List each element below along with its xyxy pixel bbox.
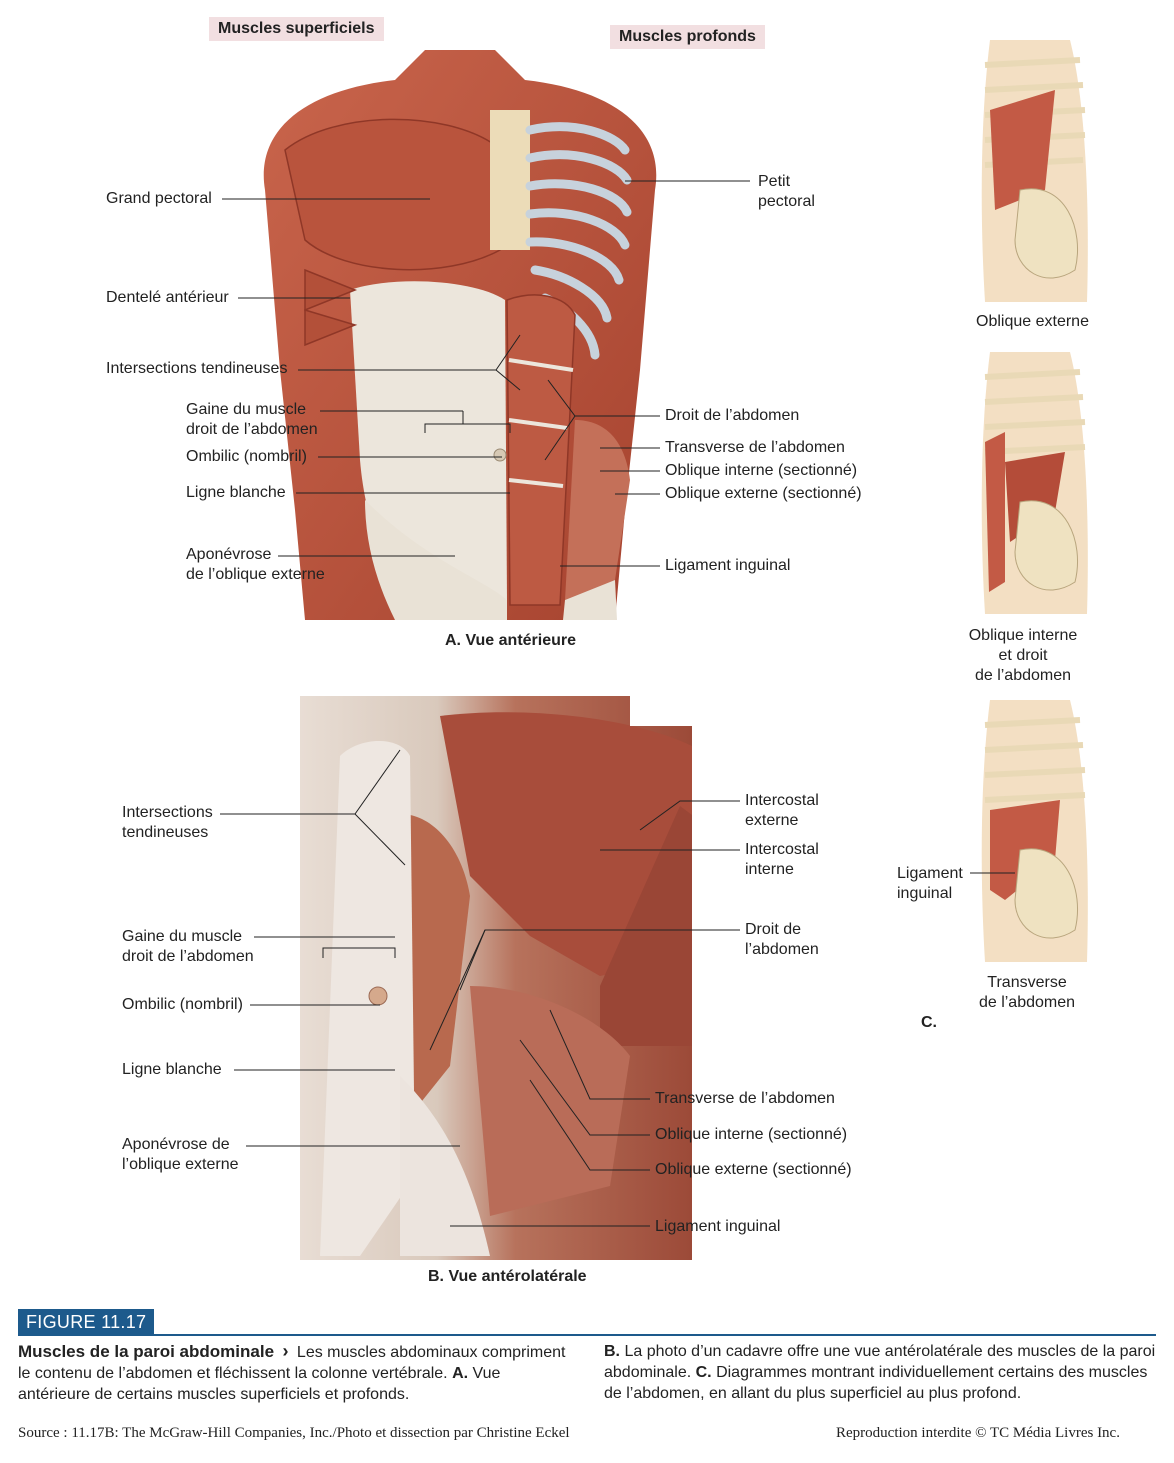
label-oblique-externe: Oblique externe (sectionné) [665, 485, 862, 502]
caption-text-right-1: La photo d’un cadavre offre une vue anté… [604, 1343, 1156, 1381]
label-c-ligament: Ligament inguinal [897, 865, 963, 902]
label-aponevrose: Aponévrose de l’oblique externe [186, 546, 325, 583]
caption-bold-c: C. [695, 1364, 712, 1381]
caption-text-left-2: Vue antérieure de certains muscles super… [18, 1365, 501, 1403]
c-ligament-leader [970, 872, 1015, 874]
label-transverse-abdomen: Transverse de l’abdomen [665, 439, 845, 456]
label-ligament-inguinal: Ligament inguinal [665, 557, 791, 574]
figure-title: Muscles de la paroi abdominale [18, 1342, 275, 1361]
label-c-transverse: Transverse de l’abdomen [978, 974, 1076, 1011]
figure-title-arrow: › [282, 1341, 289, 1361]
label-b-oblique-interne: Oblique interne (sectionné) [655, 1126, 848, 1143]
label-b-intercostal-interne: Intercostal interne [745, 841, 819, 878]
caption-panel-c: C. [921, 1014, 937, 1031]
caption-bold-a: A. [452, 1365, 469, 1382]
label-b-ombilic: Ombilic (nombril) [122, 996, 243, 1013]
label-dentele-anterieur: Dentelé antérieur [106, 289, 229, 306]
label-b-ligament: Ligament inguinal [655, 1218, 781, 1235]
label-c-oblique-interne-droit: Oblique interne et droit de l’abdomen [968, 627, 1078, 684]
caption-bold-b: B. [604, 1343, 620, 1360]
diagram-transverse [981, 700, 1088, 962]
label-ombilic: Ombilic (nombril) [186, 448, 307, 465]
source-credit: Source : 11.17B: The McGraw-Hill Compani… [18, 1425, 570, 1441]
caption-text-left-1: Les muscles abdominaux comprime­nt le co… [18, 1344, 566, 1382]
label-b-intersections: Intersections tendineuses [122, 804, 213, 841]
anterolateral-cadaver-photo [300, 696, 692, 1260]
label-droit-abdomen: Droit de l’abdomen [665, 407, 800, 424]
caption-text-right-2: Diagrammes montrant individuellement cer… [604, 1364, 1148, 1402]
label-b-aponevrose: Aponévrose de l’oblique externe [122, 1136, 239, 1173]
label-b-gaine: Gaine du muscle droit de l’abdomen [122, 928, 254, 965]
label-petit-pectoral: Petit pectoral [758, 173, 815, 210]
label-b-intercostal-externe: Intercostal externe [745, 792, 819, 829]
label-oblique-interne: Oblique interne (sectionné) [665, 462, 858, 479]
diagram-oblique-externe [981, 40, 1088, 302]
label-b-oblique-externe: Oblique externe (sectionné) [655, 1161, 852, 1178]
label-ligne-blanche: Ligne blanche [186, 484, 286, 501]
anterolateral-leader-lines [220, 749, 740, 1227]
deep-muscles-tag: Muscles profonds [610, 25, 765, 49]
caption-vue-anterolaterale: B. Vue antérolatérale [428, 1268, 587, 1285]
caption-left-paragraph: Muscles de la paroi abdominale › Les mus… [18, 1341, 573, 1405]
diagram-oblique-interne-droit [981, 352, 1088, 614]
label-intersections-tendineuses: Intersections tendineuses [106, 360, 288, 377]
superficial-muscles-tag: Muscles superficiels [209, 17, 384, 41]
label-b-ligne-blanche: Ligne blanche [122, 1061, 222, 1078]
anterior-leader-lines [222, 180, 750, 567]
caption-vue-anterieure: A. Vue antérieure [445, 632, 577, 649]
figure-number-badge: FIGURE 11.17 [18, 1309, 155, 1336]
label-b-droit: Droit de l’abdomen [745, 921, 819, 958]
anterior-view-illustration [263, 50, 657, 620]
label-b-transverse: Transverse de l’abdomen [655, 1090, 835, 1107]
label-grand-pectoral: Grand pectoral [106, 190, 212, 207]
label-gaine-droit: Gaine du muscle droit de l’abdomen [186, 401, 318, 438]
caption-right-paragraph: B. La photo d’un cadavre offre une vue a… [604, 1341, 1156, 1404]
rights-notice: Reproduction interdite © TC Média Livres… [836, 1425, 1120, 1441]
label-c-oblique-externe: Oblique externe [976, 313, 1089, 330]
figure-rule [18, 1334, 1156, 1336]
